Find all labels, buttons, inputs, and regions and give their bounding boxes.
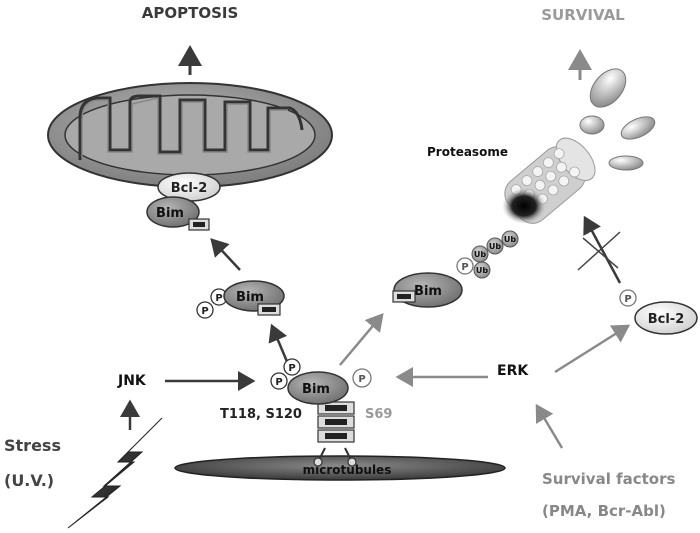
microtubules — [174, 455, 506, 481]
phospho-c2-label: P — [288, 363, 295, 374]
phospho-1 — [196, 301, 214, 319]
bcl2-degradation-arrow — [583, 215, 622, 284]
proteasome-label: Proteasome — [427, 145, 508, 159]
factors-to-erk-arrow — [535, 403, 564, 449]
bim-ub-label: Bim — [414, 284, 442, 299]
bim-to-mito-arrow — [210, 238, 241, 271]
ub-2: Ub — [476, 266, 488, 275]
bim-mito — [146, 196, 200, 228]
erk-label: ERK — [497, 363, 529, 379]
block-mark-2 — [582, 237, 619, 269]
apoptosis-label: APOPTOSIS — [142, 4, 239, 22]
lightning-icon — [67, 417, 163, 529]
phospho-1-label: P — [201, 306, 208, 317]
jnk-phospho-arrow — [268, 323, 290, 365]
proteasome-core — [502, 188, 546, 224]
ub-3: Ub — [489, 242, 501, 251]
phospho-bcl2 — [619, 289, 637, 307]
erk-to-bcl2-arrow — [554, 324, 631, 374]
jnk-sites-label: T118, S120 — [220, 407, 302, 422]
phospho-bcl2-label: P — [624, 294, 631, 305]
phospho-2-label: P — [215, 293, 222, 304]
jnk-label: JNK — [117, 373, 147, 389]
phospho-c3-label: P — [358, 374, 365, 385]
phospho-ub — [456, 257, 474, 275]
bim-mito-label: Bim — [156, 206, 184, 221]
bcl2-mito-label: Bcl-2 — [171, 181, 208, 196]
erk-site-label: S69 — [365, 407, 392, 422]
stress-label: Stress — [4, 436, 61, 455]
phospho-c2 — [283, 358, 301, 376]
ubiquitin-chain: Ub Ub Ub Ub — [471, 230, 519, 279]
uv-label: (U.V.) — [4, 471, 54, 490]
phospho-c1-label: P — [275, 377, 282, 388]
bcl2-right-label: Bcl-2 — [648, 312, 685, 327]
ub-4: Ub — [504, 235, 516, 244]
fragment-1 — [589, 68, 627, 108]
phospho-c1 — [270, 372, 288, 390]
survival-factors-detail: (PMA, Bcr-Abl) — [542, 502, 666, 520]
dlc-stack — [313, 401, 357, 467]
bim-central — [287, 371, 349, 405]
phospho-c3 — [352, 368, 372, 388]
fragment-2 — [579, 115, 605, 135]
ub-1: Ub — [474, 250, 486, 259]
mitochondrion — [47, 82, 333, 188]
bim-to-degradation-arrow — [339, 313, 384, 366]
survival-factors-label: Survival factors — [542, 470, 675, 488]
survival-label: SURVIVAL — [541, 6, 625, 24]
microtubules-label: microtubules — [303, 463, 392, 477]
fragment-4 — [608, 155, 644, 171]
phospho-ub-label: P — [461, 262, 468, 273]
bim-central-label: Bim — [302, 382, 330, 397]
fragment-3 — [620, 116, 656, 140]
bim-phospho-label: Bim — [236, 290, 264, 305]
bcl2-right — [634, 301, 698, 335]
